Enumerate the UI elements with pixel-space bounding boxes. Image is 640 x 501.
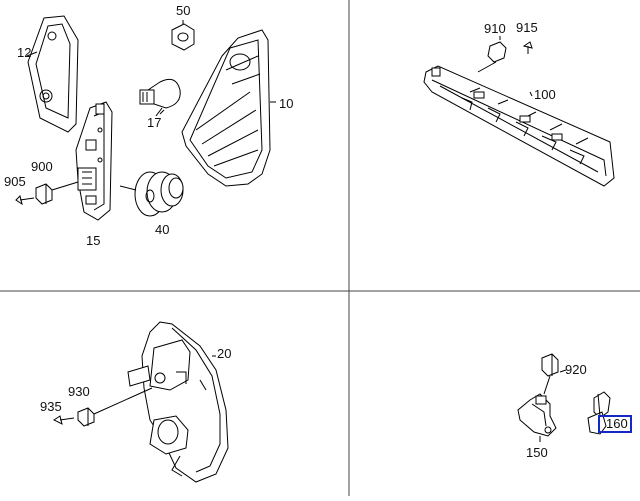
label-900: 900 xyxy=(31,159,53,174)
label-150: 150 xyxy=(526,445,548,460)
label-17: 17 xyxy=(147,115,162,130)
part-10-lamp-housing[interactable] xyxy=(181,29,276,187)
label-20: 20 xyxy=(217,346,232,361)
label-100: 100 xyxy=(534,87,556,102)
part-930-clip[interactable] xyxy=(77,387,153,427)
part-905-screw[interactable] xyxy=(15,195,35,206)
label-40: 40 xyxy=(155,222,170,237)
label-905: 905 xyxy=(4,174,26,189)
part-12-gasket[interactable] xyxy=(26,15,79,133)
part-900-clip[interactable] xyxy=(35,181,79,205)
part-100-trim-strip[interactable] xyxy=(423,65,615,187)
part-50-nut[interactable] xyxy=(171,20,195,51)
part-17-bulb[interactable] xyxy=(139,78,181,117)
label-920: 920 xyxy=(565,362,587,377)
label-930: 930 xyxy=(68,384,90,399)
part-920-clip[interactable] xyxy=(541,353,559,395)
label-935: 935 xyxy=(40,399,62,414)
leader-lines xyxy=(119,109,567,442)
label-12: 12 xyxy=(17,45,32,60)
label-910: 910 xyxy=(484,21,506,36)
part-915-screw[interactable] xyxy=(522,41,533,54)
part-150-socket[interactable] xyxy=(517,393,557,437)
part-160-bulb[interactable] xyxy=(587,391,611,435)
label-50: 50 xyxy=(176,3,191,18)
label-915: 915 xyxy=(516,20,538,35)
label-10: 10 xyxy=(279,96,294,111)
part-40-socket[interactable] xyxy=(134,171,184,217)
label-15: 15 xyxy=(86,233,101,248)
part-910-clip[interactable] xyxy=(477,36,507,73)
label-160-selected[interactable]: 160 xyxy=(598,415,632,433)
part-20-lamp-unit[interactable] xyxy=(127,321,229,483)
part-15-bulb-carrier[interactable] xyxy=(75,101,113,221)
part-935-screw[interactable] xyxy=(53,415,75,425)
